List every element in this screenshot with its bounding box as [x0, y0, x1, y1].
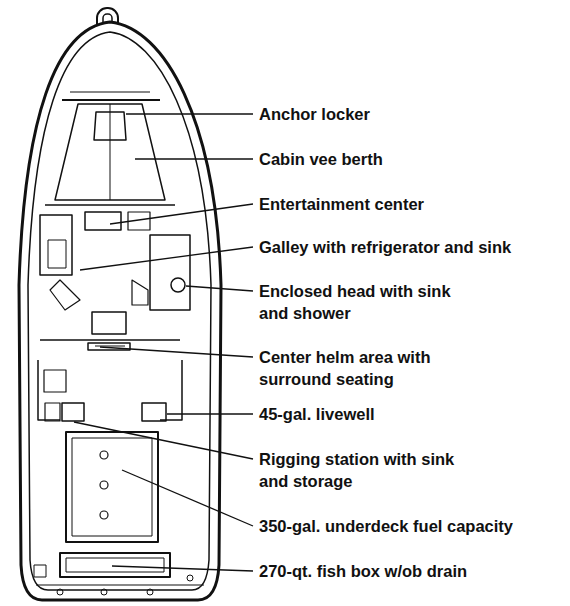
callout-label: Galley with refrigerator and sink [259, 236, 511, 258]
callout-label: 270-qt. fish box w/ob drain [259, 560, 467, 582]
callout-label: Center helm area with surround seating [259, 346, 434, 390]
callout-label: 45-gal. livewell [259, 403, 375, 425]
callout-label: 350-gal. underdeck fuel capacity [259, 515, 513, 537]
callout-label: Cabin vee berth [259, 148, 383, 170]
callout-label: Anchor locker [259, 103, 370, 125]
callout-label: Entertainment center [259, 193, 424, 215]
callout-label: Enclosed head with sink and shower [259, 280, 454, 324]
callout-label: Rigging station with sink and storage [259, 448, 458, 492]
